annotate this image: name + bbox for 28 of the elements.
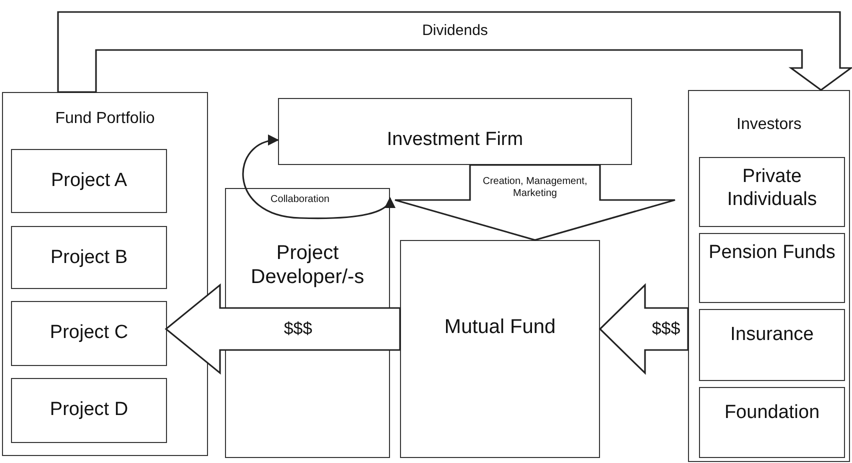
node-label: Project A [50,170,128,193]
process-box [11,301,167,366]
group-title: Investors [736,115,802,134]
block-arrow [57,11,852,93]
process-box [11,149,167,213]
group-title: Fund Portfolio [54,109,156,128]
node-label: Foundation [723,402,821,425]
node-label: Private Individuals [726,166,818,212]
node-label: Insurance [729,324,815,347]
block-arrow [164,283,401,375]
process-box [699,309,845,381]
group-box [688,90,850,462]
node-label: Project B [49,247,129,270]
group-box [2,92,208,456]
process-box [11,226,167,289]
node-label: Project Developer/-s [250,241,366,289]
process-box [699,387,845,458]
process-box [278,98,632,165]
node-label: Investment Firm [386,129,524,152]
process-box [11,378,167,443]
arrow [242,136,394,220]
node-label: Project C [48,322,130,345]
node-label: Mutual Fund [443,315,557,339]
process-box [400,240,600,458]
process-box [699,233,845,303]
process-box [699,157,845,227]
node-label: Project D [48,399,130,422]
node-label: Pension Funds [708,242,836,265]
